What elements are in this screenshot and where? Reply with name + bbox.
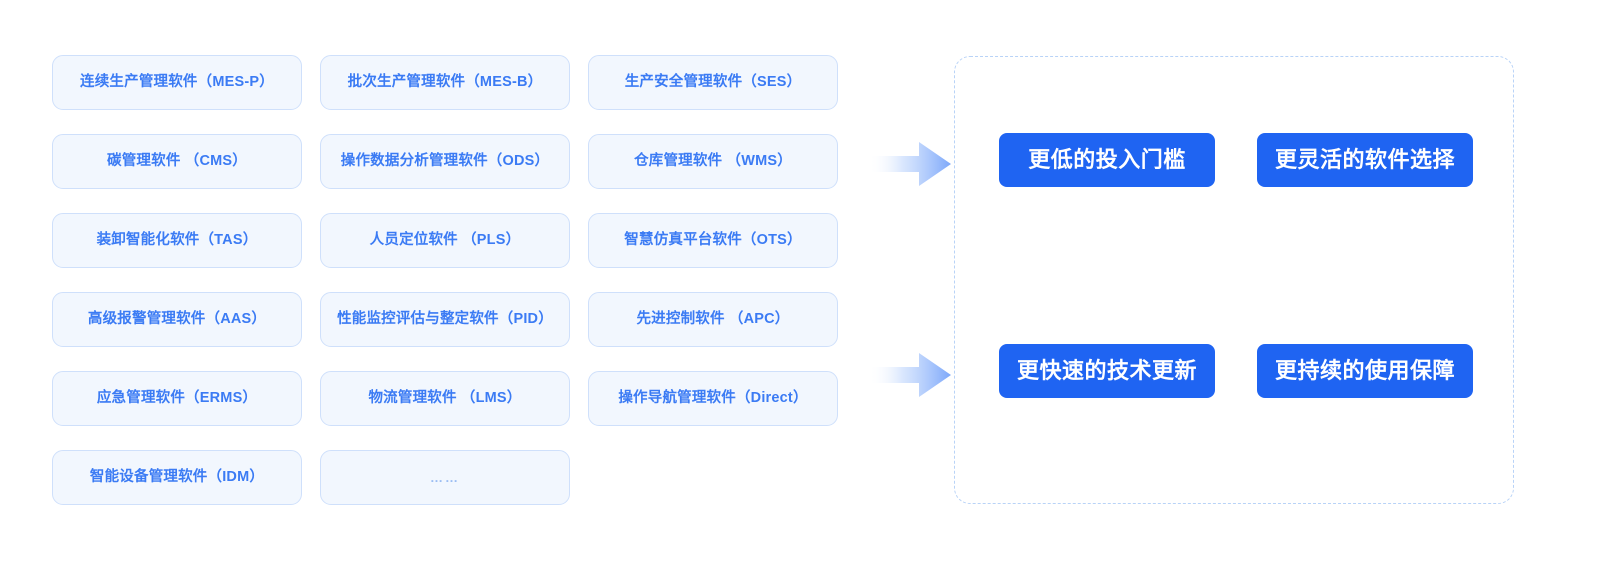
software-card-label: 批次生产管理软件（MES-B） [347, 73, 543, 90]
flow-arrow-top-icon [869, 136, 953, 192]
software-card[interactable]: 装卸智能化软件（TAS） [52, 213, 302, 268]
benefit-chip-label: 更持续的使用保障 [1274, 358, 1455, 383]
software-card[interactable]: 应急管理软件（ERMS） [52, 371, 302, 426]
software-card[interactable]: 仓库管理软件 （WMS） [588, 134, 838, 189]
software-card-label: 生产安全管理软件（SES） [624, 73, 802, 90]
benefits-panel: 更低的投入门槛 更灵活的软件选择 更快速的技术更新 更持续的使用保障 [954, 56, 1514, 504]
benefit-chip-label: 更低的投入门槛 [1028, 147, 1186, 172]
software-card-label: 仓库管理软件 （WMS） [634, 152, 792, 169]
software-card[interactable]: 智能设备管理软件（IDM） [52, 450, 302, 505]
software-card-label: 连续生产管理软件（MES-P） [80, 73, 274, 90]
software-card-label: 装卸智能化软件（TAS） [96, 231, 258, 248]
software-card[interactable]: 连续生产管理软件（MES-P） [52, 55, 302, 110]
software-card[interactable]: 批次生产管理软件（MES-B） [320, 55, 570, 110]
software-card[interactable]: 人员定位软件 （PLS） [320, 213, 570, 268]
benefit-chip[interactable]: 更灵活的软件选择 [1257, 133, 1473, 187]
software-card[interactable]: 性能监控评估与整定软件（PID） [320, 292, 570, 347]
software-card[interactable]: 碳管理软件 （CMS） [52, 134, 302, 189]
flow-arrow-bottom-icon [869, 347, 953, 403]
software-card-label: 智慧仿真平台软件（OTS） [624, 231, 802, 248]
benefit-chip[interactable]: 更持续的使用保障 [1257, 344, 1473, 398]
software-card-label: 物流管理软件 （LMS） [368, 389, 522, 406]
software-card-label: 高级报警管理软件（AAS） [87, 310, 267, 327]
benefit-chip[interactable]: 更快速的技术更新 [999, 344, 1215, 398]
software-card-more[interactable]: …… [320, 450, 570, 505]
benefit-chip-label: 更灵活的软件选择 [1274, 147, 1455, 172]
software-card[interactable]: 生产安全管理软件（SES） [588, 55, 838, 110]
software-card-grid: 连续生产管理软件（MES-P） 批次生产管理软件（MES-B） 生产安全管理软件… [52, 55, 838, 505]
software-card-label: 应急管理软件（ERMS） [96, 389, 258, 406]
software-card[interactable]: 先进控制软件 （APC） [588, 292, 838, 347]
software-card-label: 操作导航管理软件（Direct） [618, 389, 808, 406]
software-card-label: 智能设备管理软件（IDM） [89, 468, 265, 485]
software-card-label: 碳管理软件 （CMS） [107, 152, 247, 169]
software-card[interactable]: 物流管理软件 （LMS） [320, 371, 570, 426]
software-card-label: 性能监控评估与整定软件（PID） [337, 310, 553, 327]
software-card[interactable]: 操作数据分析管理软件（ODS） [320, 134, 570, 189]
software-card-label: …… [430, 469, 460, 485]
software-card[interactable]: 智慧仿真平台软件（OTS） [588, 213, 838, 268]
benefit-chip-label: 更快速的技术更新 [1016, 358, 1197, 383]
software-card[interactable]: 操作导航管理软件（Direct） [588, 371, 838, 426]
software-card-label: 人员定位软件 （PLS） [369, 231, 521, 248]
software-card-label: 先进控制软件 （APC） [636, 310, 790, 327]
benefit-chip[interactable]: 更低的投入门槛 [999, 133, 1215, 187]
software-card-label: 操作数据分析管理软件（ODS） [340, 152, 550, 169]
software-card[interactable]: 高级报警管理软件（AAS） [52, 292, 302, 347]
